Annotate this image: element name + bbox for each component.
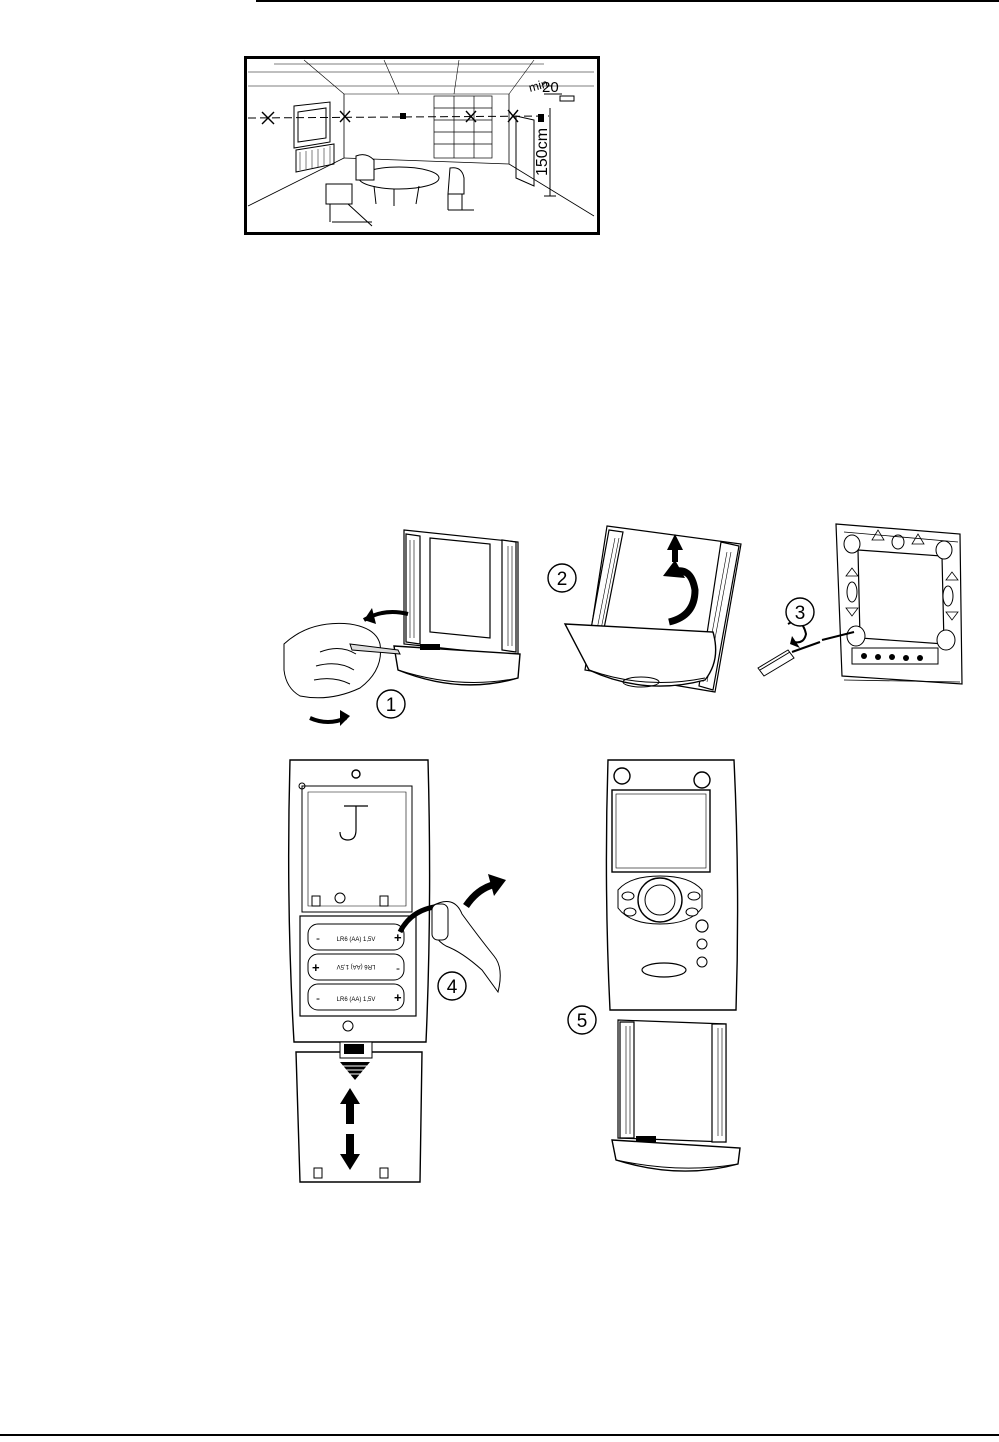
step2-figure: 2	[545, 520, 745, 700]
step1-figure: 1	[280, 520, 530, 735]
battery1-label: LR6 (AA) 1,5V	[337, 937, 376, 943]
battery3-minus: -	[316, 991, 320, 1005]
battery3-plus: +	[394, 990, 402, 1005]
header-rule	[256, 0, 999, 2]
step3-figure: 3	[748, 520, 974, 692]
battery2-label: LR6 (AA) 1,5V	[337, 963, 376, 969]
room-placement-figure: min. 20 150cm	[244, 56, 600, 238]
step5-number: 5	[577, 1011, 588, 1032]
battery2-plus: +	[312, 960, 320, 975]
step5-figure: 5	[560, 756, 750, 1176]
min-value: 20	[542, 79, 559, 96]
step2-number: 2	[557, 569, 568, 590]
battery3-label: LR6 (AA) 1,5V	[337, 997, 376, 1003]
step3-number: 3	[795, 603, 806, 624]
step4-figure: LR6 (AA) 1,5V LR6 (AA) 1,5V LR6 (AA) 1,5…	[282, 756, 512, 1186]
footer-rule	[0, 1434, 999, 1436]
battery2-minus: -	[396, 961, 400, 975]
height-label: 150cm	[534, 128, 551, 176]
battery1-minus: -	[316, 931, 320, 945]
step1-number: 1	[386, 695, 397, 716]
step4-number: 4	[447, 977, 458, 998]
